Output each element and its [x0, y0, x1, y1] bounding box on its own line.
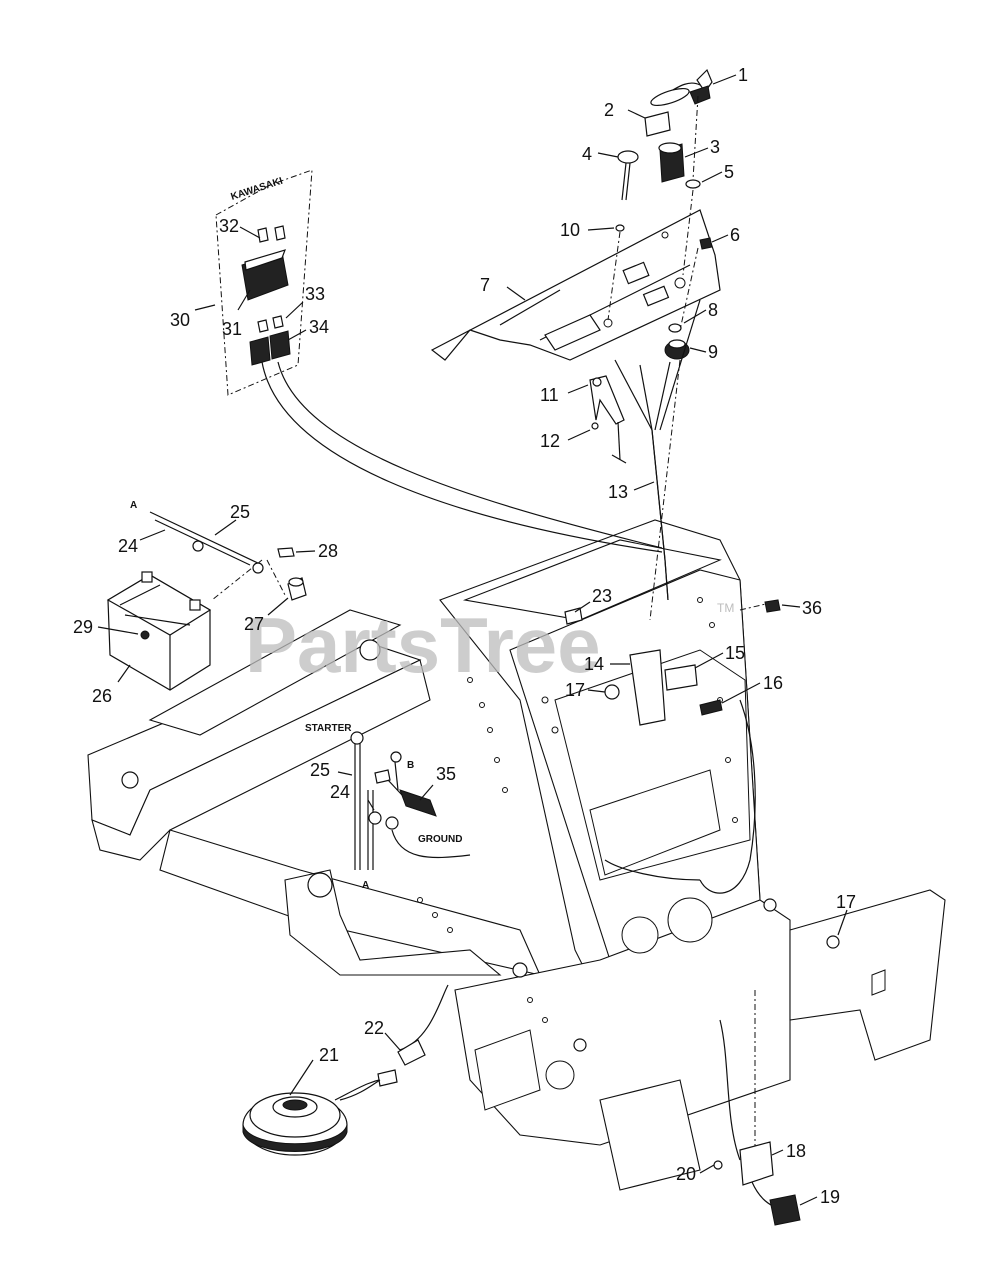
- callout-25a: 25: [230, 502, 250, 522]
- callout-1: 1: [738, 65, 748, 85]
- callout-33: 33: [305, 284, 325, 304]
- callout-15: 15: [725, 643, 745, 663]
- kawasaki-label: KAWASAKI: [230, 176, 285, 203]
- callout-30: 30: [170, 310, 190, 330]
- a-label-top: A: [130, 500, 137, 511]
- callout-numbers: 1 2 3 4 5 6 7 8 9 10 11 12 13 14 15 16 1…: [73, 65, 856, 1207]
- callout-2: 2: [604, 100, 614, 120]
- callout-28: 28: [318, 541, 338, 561]
- callout-34: 34: [309, 317, 329, 337]
- callout-22: 22: [364, 1018, 384, 1038]
- callout-18: 18: [786, 1141, 806, 1161]
- phantom-lines: [211, 95, 771, 1150]
- starter-label: STARTER: [305, 723, 352, 734]
- callout-leaders: [97, 74, 848, 1206]
- callout-6: 6: [730, 225, 740, 245]
- b-label: B: [407, 760, 414, 771]
- callout-4: 4: [582, 144, 592, 164]
- callout-26: 26: [92, 686, 112, 706]
- callout-11: 11: [540, 385, 559, 405]
- callout-17b: 17: [836, 892, 856, 912]
- callout-8: 8: [708, 300, 718, 320]
- callout-21: 21: [319, 1045, 339, 1065]
- callout-32: 32: [219, 216, 239, 236]
- callout-27: 27: [244, 614, 264, 634]
- electric-clutch: [242, 1039, 426, 1156]
- callout-17a: 17: [565, 680, 585, 700]
- callout-3: 3: [710, 137, 720, 157]
- battery-cables-top: [149, 511, 307, 601]
- battery: [106, 571, 212, 691]
- callout-19: 19: [820, 1187, 840, 1207]
- callout-23: 23: [592, 586, 612, 606]
- starter-cables: [350, 731, 471, 870]
- lower-right-parts: [713, 935, 840, 1226]
- wire-harness: [261, 299, 756, 1161]
- callout-16: 16: [763, 673, 783, 693]
- callout-7: 7: [480, 275, 490, 295]
- watermark: PartsTree TM: [245, 601, 734, 689]
- callout-36: 36: [802, 598, 822, 618]
- chassis-frame: [87, 519, 946, 1191]
- callout-10: 10: [560, 220, 580, 240]
- callout-24a: 24: [118, 536, 138, 556]
- switch-bracket: [564, 599, 781, 726]
- callout-9: 9: [708, 342, 718, 362]
- fuse-block: [215, 169, 313, 396]
- ground-label: GROUND: [418, 834, 462, 845]
- key-switch-parts: [589, 68, 713, 464]
- control-panel: [430, 209, 721, 361]
- callout-35: 35: [436, 764, 456, 784]
- watermark-text: PartsTree: [245, 601, 601, 689]
- callout-14: 14: [584, 654, 604, 674]
- callout-12: 12: [540, 431, 560, 451]
- a-label-bottom: A: [362, 880, 369, 891]
- watermark-tm: TM: [717, 601, 734, 615]
- callout-25b: 25: [310, 760, 330, 780]
- frame-holes: [417, 597, 738, 1023]
- callout-24b: 24: [330, 782, 350, 802]
- callout-20: 20: [676, 1164, 696, 1184]
- callout-29: 29: [73, 617, 93, 637]
- callout-5: 5: [724, 162, 734, 182]
- callout-13: 13: [608, 482, 628, 502]
- callout-31: 31: [222, 319, 242, 339]
